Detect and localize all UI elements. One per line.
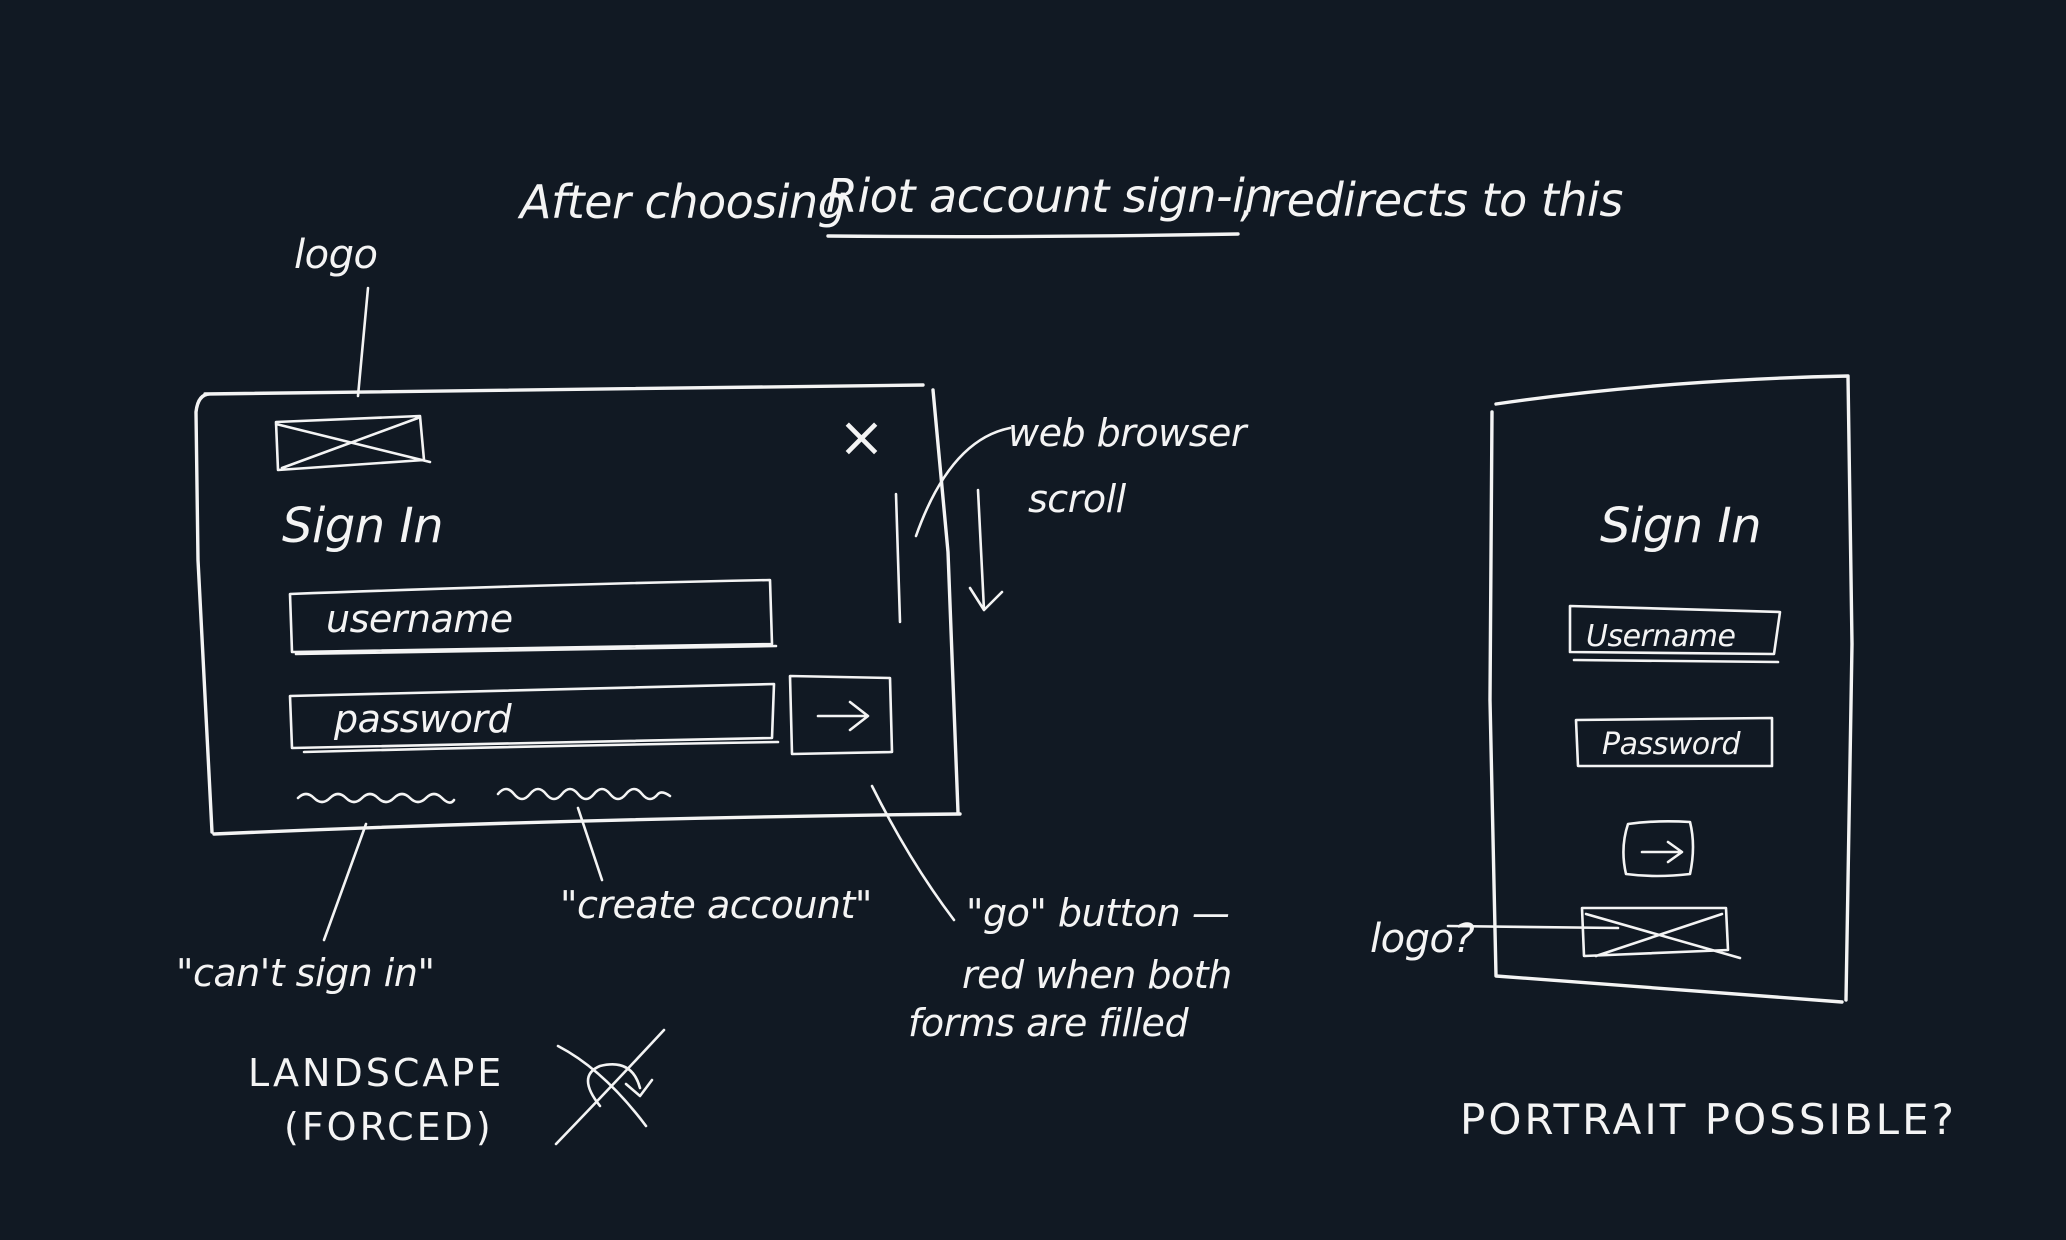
create-account-note: "create account" [560, 883, 872, 927]
portrait-frame [1488, 374, 1854, 1004]
title-underline [826, 232, 1240, 239]
portrait-logo-note: logo? [1370, 916, 1474, 962]
logo-placeholder [274, 414, 432, 472]
arrow-right-icon [816, 700, 870, 732]
portrait-logo-leader [1446, 924, 1620, 930]
orientation-line1: LANDSCAPE [248, 1051, 504, 1095]
scroll-down-arrow-icon [968, 488, 1004, 612]
portrait-username-field[interactable]: Username [1568, 604, 1782, 664]
go-note-line3: forms are filled [908, 1001, 1189, 1045]
portrait-username-placeholder: Username [1586, 619, 1736, 654]
go-note-line1: "go" button — [966, 891, 1229, 935]
dialog-heading: Sign In [282, 498, 443, 554]
create-account-link[interactable] [496, 787, 672, 801]
scroll-note-line1: web browser [1008, 411, 1249, 455]
landscape-wireframe: logo × Sign In username password [176, 232, 1249, 1149]
cant-sign-in-note: "can't sign in" [176, 951, 434, 995]
title-prefix: After choosing [517, 175, 846, 229]
orientation-line2: (FORCED) [284, 1105, 494, 1149]
go-button[interactable] [788, 674, 894, 756]
scroll-track [894, 492, 902, 624]
username-field[interactable]: username [288, 578, 778, 656]
cant-sign-in-leader [322, 822, 368, 942]
go-note-line2: red when both [962, 953, 1232, 997]
portrait-go-button[interactable] [1622, 820, 1695, 878]
title-suffix: , redirects to this [1240, 173, 1623, 227]
portrait-password-placeholder: Password [1602, 727, 1741, 762]
portrait-wireframe: Sign In Username Password logo? PORTRAIT… [1370, 374, 1957, 1144]
logo-callout-label: logo [294, 232, 377, 278]
portrait-password-field[interactable]: Password [1574, 716, 1774, 768]
sketch-title: After choosing Riot account sign-in , re… [517, 169, 1623, 239]
rotate-blocked-icon [554, 1028, 666, 1146]
go-note-leader [870, 784, 956, 922]
portrait-heading: Sign In [1600, 498, 1761, 554]
scroll-note-leader [914, 426, 1012, 538]
portrait-question: PORTRAIT POSSIBLE? [1460, 1095, 1957, 1144]
portrait-logo-placeholder [1580, 906, 1742, 960]
close-icon[interactable]: × [838, 405, 885, 470]
dialog-frame [194, 383, 962, 836]
logo-callout-line [356, 286, 370, 398]
cant-sign-in-link[interactable] [296, 792, 456, 804]
username-placeholder: username [326, 597, 513, 641]
scroll-note-line2: scroll [1028, 477, 1127, 521]
title-underlined: Riot account sign-in [826, 169, 1273, 223]
create-account-leader [576, 806, 604, 882]
password-placeholder: password [333, 697, 512, 741]
password-field[interactable]: password [288, 682, 780, 754]
portrait-arrow-right-icon [1640, 840, 1684, 864]
